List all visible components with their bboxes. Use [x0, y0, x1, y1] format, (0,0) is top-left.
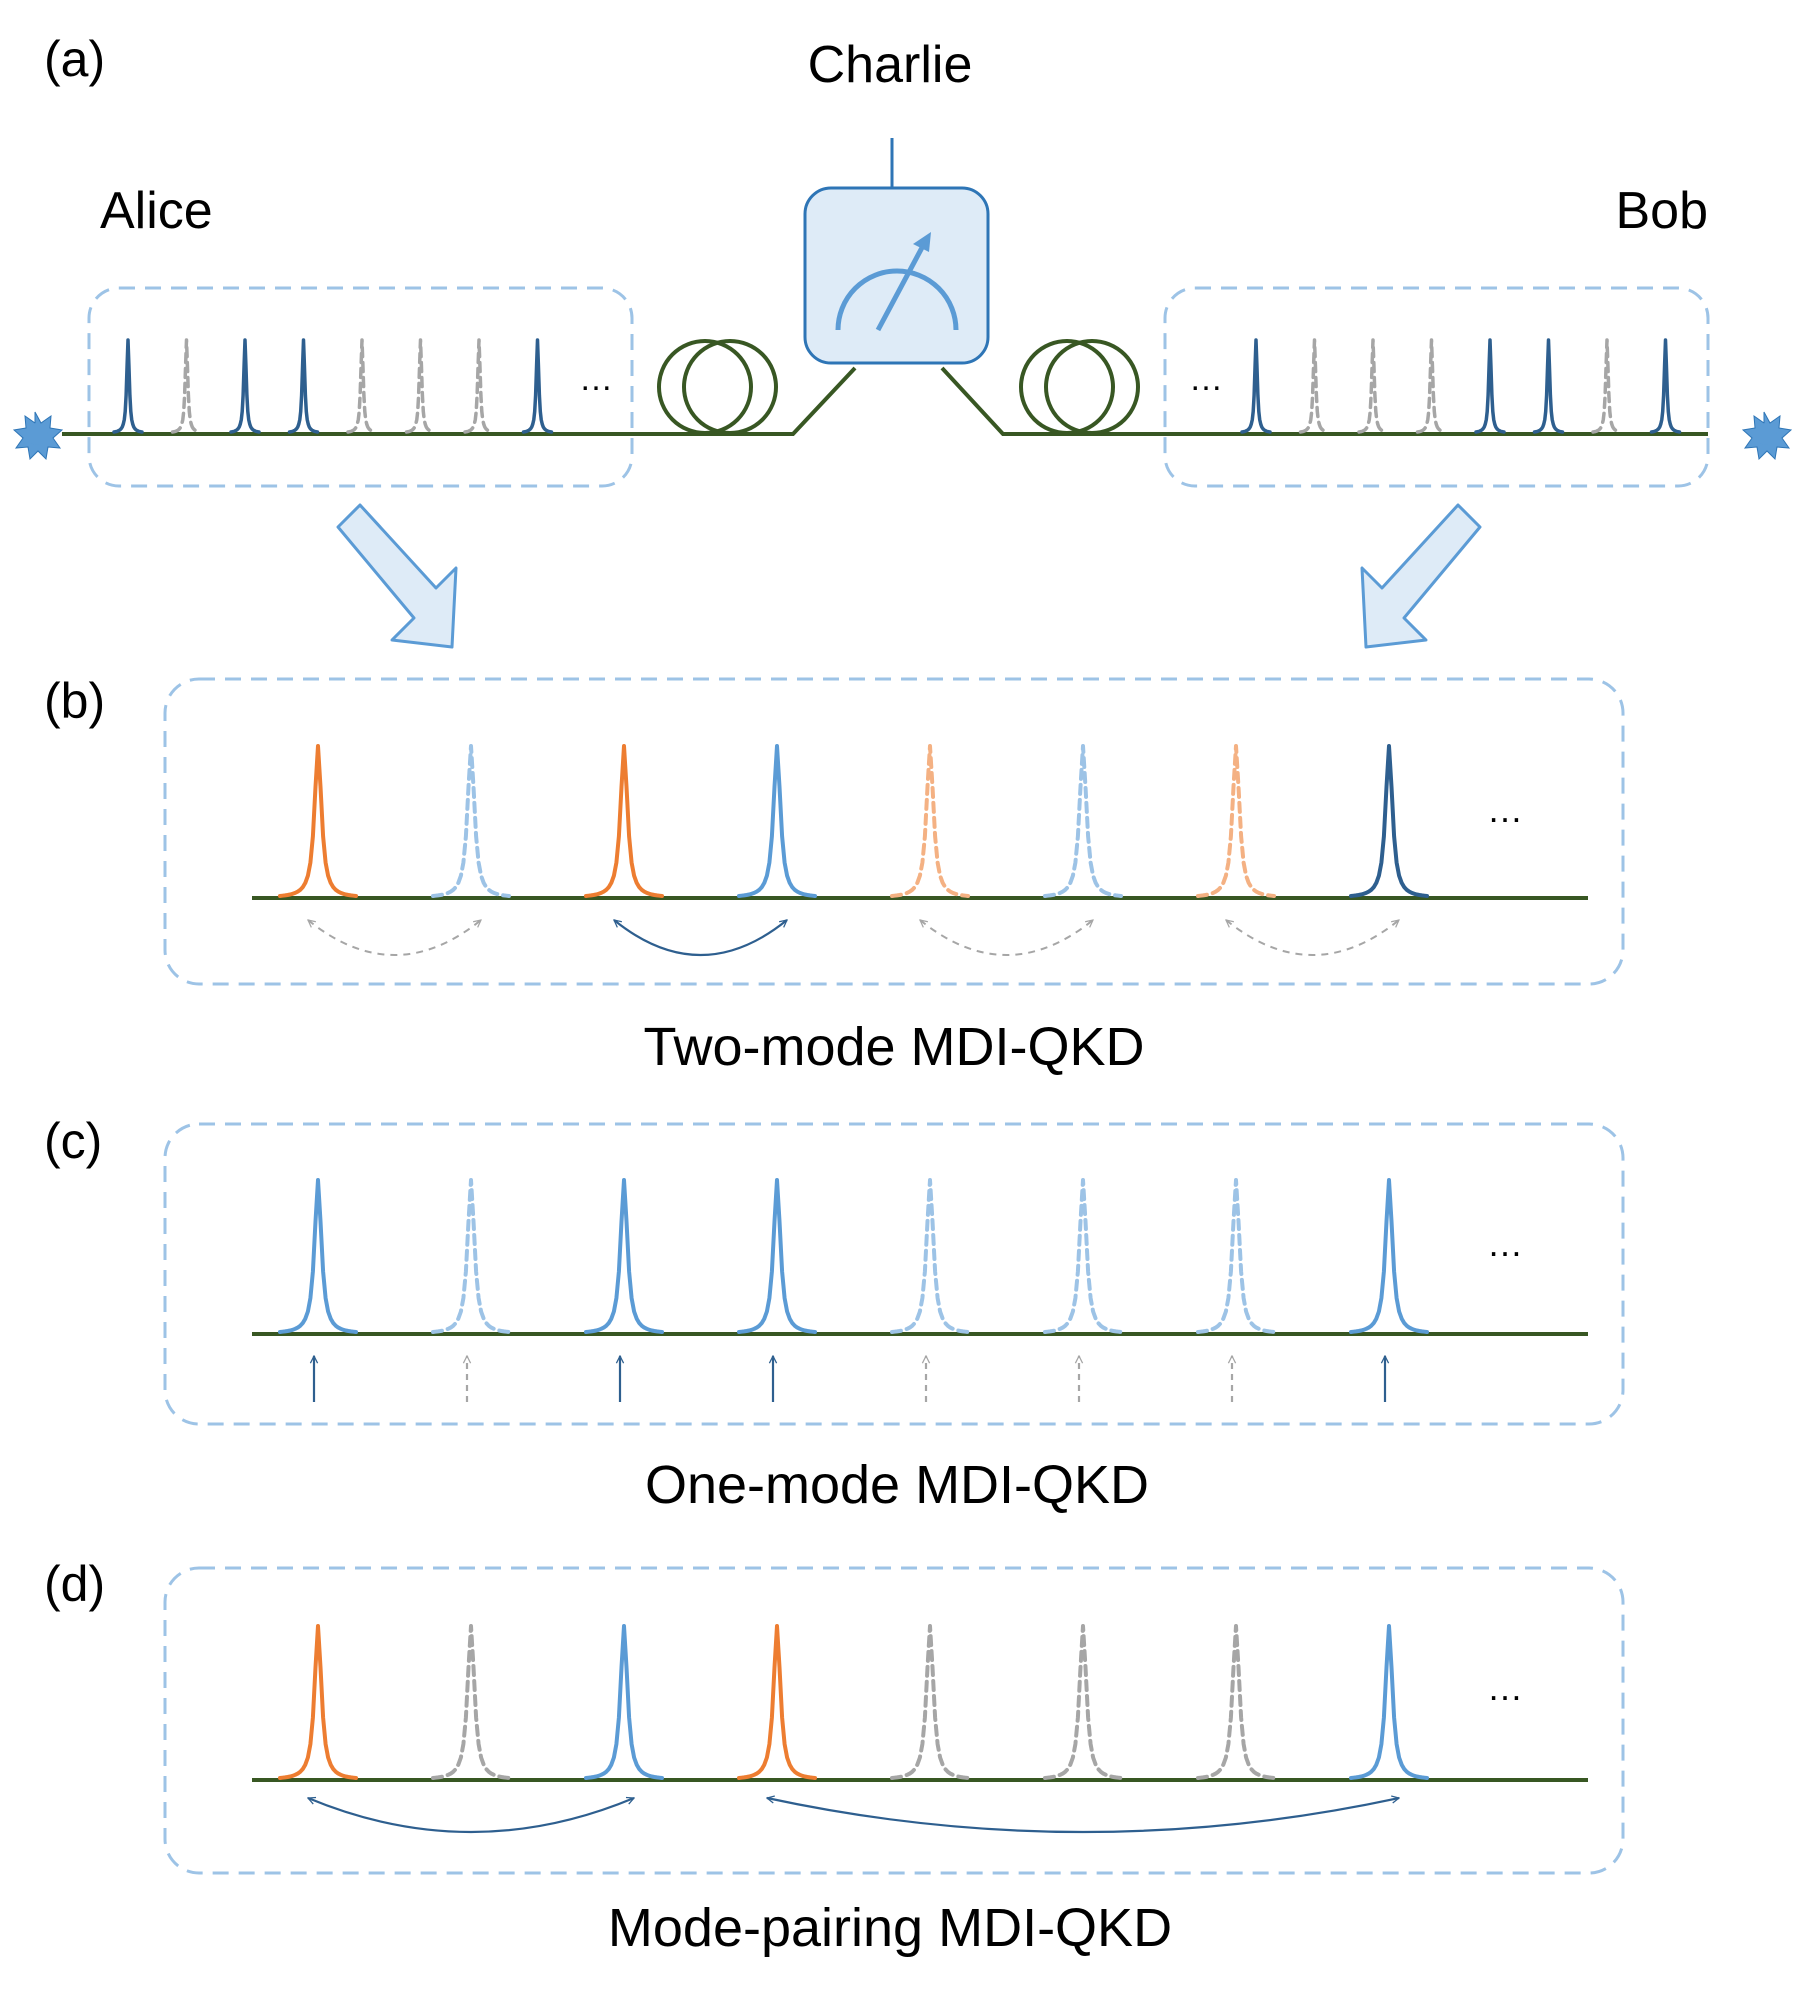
meter-needle-icon [875, 240, 928, 332]
block-arrow-bob-down [1360, 503, 1482, 649]
panel-a: (a) Charlie Alice Bob [12, 31, 1793, 649]
bob-pulse-1 [1240, 338, 1272, 434]
panel-d-pairing-arrows [308, 1798, 1399, 1834]
bob-pulse-train [1240, 338, 1682, 434]
panel-c-pulse-3 [584, 1178, 664, 1334]
alice-pulse-1 [112, 338, 144, 434]
detector-box [803, 186, 990, 365]
alice-label: Alice [100, 182, 213, 240]
panel-d-pulse-1 [278, 1624, 358, 1780]
bob-pulse-2 [1298, 338, 1331, 434]
panel-c-pulse-7 [1196, 1178, 1276, 1334]
panel-c-pulse-train [278, 1178, 1429, 1334]
alice-ellipsis: … [579, 360, 613, 398]
meter-needle-head-icon [913, 232, 931, 252]
panel-b-pulse-4 [737, 744, 817, 898]
block-arrow-alice-down [336, 503, 458, 649]
alice-pulse-4 [287, 338, 320, 434]
panel-c-pulse-2 [431, 1178, 511, 1334]
panel-c-pulse-1 [278, 1178, 358, 1334]
panel-b-pulse-8 [1349, 744, 1429, 898]
bob-ellipsis: … [1189, 360, 1223, 398]
panel-c-caption: One-mode MDI-QKD [645, 1455, 1149, 1515]
charlie-detector [803, 138, 990, 365]
bob-pulse-4 [1415, 338, 1448, 434]
bob-pulse-6 [1532, 338, 1565, 434]
charlie-label: Charlie [808, 36, 973, 94]
panel-d: (d) … Mode-pairing MDI-QKD [44, 1556, 1625, 1958]
panel-d-label: (d) [44, 1556, 105, 1612]
panel-b-pulse-3 [584, 744, 664, 898]
meter-dial-icon [835, 268, 959, 331]
fiber-spool-bob [1019, 339, 1140, 435]
panel-b-pair-arrow-1 [308, 920, 481, 956]
bob-pulse-8 [1649, 338, 1682, 434]
panel-c-pulse-6 [1043, 1178, 1123, 1334]
alice-pulse-7 [463, 338, 495, 434]
panel-b-pulse-6 [1043, 744, 1123, 898]
panel-b-caption: Two-mode MDI-QKD [643, 1017, 1144, 1077]
alice-light-source-icon [12, 411, 64, 461]
alice-pulse-6 [404, 338, 437, 434]
bob-label: Bob [1615, 182, 1708, 240]
panel-c-box [163, 1122, 1625, 1426]
panel-b-pair-arrow-4 [1226, 920, 1399, 956]
alice-pulse-2 [170, 338, 203, 434]
panel-d-pulse-4 [737, 1624, 817, 1780]
bob-pulse-box [1163, 286, 1710, 488]
panel-c-label: (c) [44, 1113, 102, 1169]
panel-b-box [163, 677, 1625, 986]
panel-d-pulse-3 [584, 1624, 664, 1780]
fiber-alice-to-charlie [62, 366, 857, 436]
panel-c-pulse-8 [1349, 1178, 1429, 1334]
panel-b-pulse-1 [278, 744, 358, 898]
panel-c-pulse-4 [737, 1178, 817, 1334]
panel-d-pulse-5 [890, 1624, 970, 1780]
panel-b-ellipsis: … [1487, 789, 1523, 830]
panel-b-pair-arrow-3 [920, 920, 1093, 956]
panel-d-ellipsis: … [1487, 1667, 1523, 1708]
fiber-spool-alice [657, 339, 778, 435]
panel-d-pulse-6 [1043, 1624, 1123, 1780]
alice-pulse-8 [521, 338, 554, 434]
alice-pulse-5 [346, 338, 378, 434]
panel-c: (c) … One-mode MDI-QKD [44, 1113, 1625, 1515]
panel-d-pair-arrow-1 [308, 1798, 634, 1834]
panel-d-pulse-8 [1349, 1624, 1429, 1780]
alice-pulse-train [112, 338, 554, 434]
panel-b-pulse-5 [890, 744, 970, 898]
panel-b-pulse-2 [431, 744, 511, 898]
panel-b: (b) … Two-mode MDI-QKD [44, 673, 1625, 1077]
panel-d-caption: Mode-pairing MDI-QKD [608, 1898, 1172, 1958]
panel-c-ellipsis: … [1487, 1223, 1523, 1264]
alice-pulse-3 [229, 338, 261, 434]
panel-b-pairing-arrows [308, 920, 1399, 956]
panel-d-pulse-2 [431, 1624, 511, 1780]
panel-d-pair-arrow-2 [767, 1798, 1399, 1834]
bob-light-source-icon [1741, 411, 1793, 461]
panel-b-pulse-7 [1196, 744, 1276, 898]
panel-d-pulse-train [278, 1624, 1429, 1780]
panel-b-pair-arrow-2 [614, 920, 787, 956]
panel-c-single-arrows [314, 1356, 1385, 1402]
panel-b-label: (b) [44, 673, 105, 729]
panel-d-pulse-7 [1196, 1624, 1276, 1780]
panel-a-label: (a) [44, 31, 105, 87]
panel-b-pulse-train [278, 744, 1429, 898]
bob-pulse-3 [1357, 338, 1389, 434]
panel-d-box [163, 1566, 1625, 1875]
panel-c-pulse-5 [890, 1178, 970, 1334]
alice-pulse-box [87, 286, 634, 488]
bob-pulse-5 [1474, 338, 1506, 434]
fiber-bob-to-charlie [940, 366, 1708, 436]
bob-pulse-7 [1591, 338, 1623, 434]
